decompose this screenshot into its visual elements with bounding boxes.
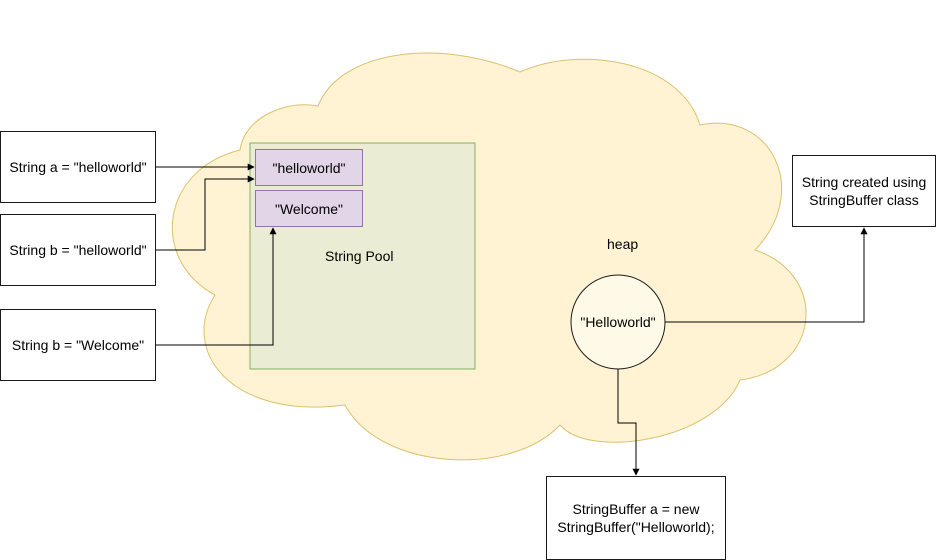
stringbuffer-decl-text: StringBuffer a = new StringBuffer("Hello… [557, 501, 715, 535]
stringbuffer-decl-box: StringBuffer a = new StringBuffer("Hello… [546, 476, 726, 560]
heap-object-label: "Helloworld" [580, 314, 656, 330]
declaration-a-box: String a = "helloworld" [0, 131, 156, 203]
declaration-b-text: String b = "helloworld" [9, 242, 147, 258]
arrow-heap-to-note [665, 227, 868, 323]
stringbuffer-note-text: String created using StringBuffer class [801, 174, 927, 208]
pool-item-helloworld: "helloworld" [255, 149, 363, 186]
pool-item-welcome: "Welcome" [255, 190, 363, 227]
declaration-b-welcome-box: String b = "Welcome" [0, 309, 156, 381]
arrow-b-to-welcome [156, 227, 277, 346]
declaration-a-text: String a = "helloworld" [9, 159, 147, 175]
stringbuffer-note-box: String created using StringBuffer class [792, 155, 936, 227]
declaration-b-box: String b = "helloworld" [0, 214, 156, 286]
string-pool-label: String Pool [325, 248, 394, 264]
arrow-heap-to-stringbuffer-decl [617, 369, 640, 476]
heap-label: heap [607, 236, 639, 252]
declaration-b-welcome-text: String b = "Welcome" [11, 337, 145, 353]
pool-item-helloworld-text: "helloworld" [272, 159, 346, 176]
pool-item-welcome-text: "Welcome" [274, 200, 344, 217]
arrow-b-to-helloworld [156, 175, 255, 251]
